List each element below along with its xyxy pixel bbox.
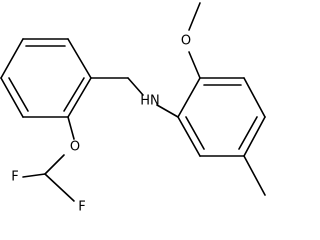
atom-o-methoxy: O	[181, 34, 191, 49]
atom-o-ether: O	[70, 140, 80, 155]
ch2-nh-bond	[127, 77, 144, 96]
chf2-f-right-bond	[44, 173, 75, 202]
nh-ring-bond	[156, 104, 179, 118]
chf2-f-left-bond	[22, 173, 46, 178]
ring-methyl-bond	[243, 155, 266, 196]
left-benzene-ring	[0, 38, 92, 118]
ring-methoxy-o-bond	[188, 51, 201, 79]
atom-nh-amine: HN	[140, 94, 160, 109]
atom-f-left: F	[11, 170, 18, 185]
chemical-structure-diagram: O HN O F F	[0, 2, 266, 215]
ring-oxygen-bond	[67, 116, 75, 140]
atom-f-right: F	[78, 200, 85, 215]
right-benzene-ring	[177, 77, 266, 157]
oxygen-chf2-bond	[44, 154, 65, 175]
methoxy-ch3-bond	[188, 2, 201, 31]
